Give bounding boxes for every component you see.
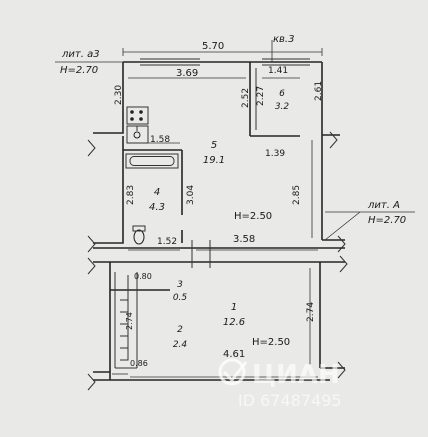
cian-logo-icon xyxy=(218,358,248,386)
svg-text:12.6: 12.6 xyxy=(223,317,245,328)
svg-text:1: 1 xyxy=(231,302,237,313)
label-height-room1: H=2.50 xyxy=(252,337,290,348)
svg-text:4.3: 4.3 xyxy=(149,202,165,213)
dimension-lines xyxy=(55,40,415,378)
dim-room6-left: 2.52 xyxy=(241,88,251,108)
room-3-label: 3 0.5 xyxy=(173,280,188,303)
svg-text:3.2: 3.2 xyxy=(275,102,290,112)
label-height-a: H=2.70 xyxy=(368,215,406,226)
room-6-label: 6 3.2 xyxy=(275,89,290,112)
watermark-id: ID 67487495 xyxy=(238,391,342,410)
fixtures xyxy=(125,106,179,245)
dim-room6-inner: 2.27 xyxy=(256,86,266,106)
svg-text:0.5: 0.5 xyxy=(173,293,188,303)
dim-stair-width: 0.80 xyxy=(134,272,152,281)
room-2-label: 2 2.4 xyxy=(173,325,188,350)
svg-text:6: 6 xyxy=(279,89,285,99)
dim-room6-width: 1.41 xyxy=(268,66,288,76)
room-labels: 5 19.1 6 3.2 4 4.3 3 0.5 1 12.6 2 2.4 xyxy=(149,89,289,350)
dim-room1-width: 4.61 xyxy=(223,349,245,360)
label-height-a3: H=2.70 xyxy=(60,65,98,76)
room-5-label: 5 19.1 xyxy=(203,140,225,166)
dim-room5-width: 3.69 xyxy=(176,68,198,79)
label-apartment: кв.3 xyxy=(273,34,294,45)
floor-labels: лит. а3 H=2.70 кв.3 лит. А H=2.70 H=2.50… xyxy=(60,34,406,348)
dim-room5-right-height: 2.85 xyxy=(292,185,302,205)
dim-partition-height: 3.04 xyxy=(186,185,196,205)
stove-icon xyxy=(126,106,149,125)
svg-text:2.4: 2.4 xyxy=(173,340,188,350)
dim-right-height: 2.61 xyxy=(314,81,324,101)
interior-partitions xyxy=(110,62,300,369)
label-height-room5: H=2.50 xyxy=(234,211,272,222)
dim-top-width: 5.70 xyxy=(202,41,224,52)
dim-room5-bottom: 3.58 xyxy=(233,234,255,245)
svg-text:5: 5 xyxy=(211,140,217,151)
watermark: ЦИАН ID 67487495 xyxy=(218,358,342,410)
dim-bottom-small: 0.86 xyxy=(130,359,148,368)
dim-room1-right-height: 2.74 xyxy=(306,302,316,322)
toilet-icon xyxy=(132,225,146,245)
svg-text:3: 3 xyxy=(177,280,183,290)
dim-room4-width: 1.52 xyxy=(157,237,177,247)
room-1-label: 1 12.6 xyxy=(223,302,245,328)
dim-room6-bottom: 1.39 xyxy=(265,149,285,159)
room-4-label: 4 4.3 xyxy=(149,187,165,213)
dim-left-height-top: 2.30 xyxy=(114,85,124,105)
svg-text:19.1: 19.1 xyxy=(203,155,225,166)
svg-text:4: 4 xyxy=(154,187,160,198)
watermark-brand: ЦИАН xyxy=(252,360,340,390)
bathtub-icon xyxy=(125,153,179,169)
dim-kitchen-width: 1.58 xyxy=(150,135,170,145)
dim-room4-height: 2.83 xyxy=(126,185,136,205)
svg-text:2: 2 xyxy=(177,325,183,335)
dimension-values: 5.70 3.69 1.41 2.30 2.52 2.27 2.61 1.58 … xyxy=(114,41,324,368)
dim-stair-height: 2.74 xyxy=(125,312,134,330)
outer-walls xyxy=(87,58,348,391)
sink-icon xyxy=(126,125,149,144)
label-lit-a3: лит. а3 xyxy=(61,49,100,60)
label-lit-a: лит. А xyxy=(367,200,400,211)
